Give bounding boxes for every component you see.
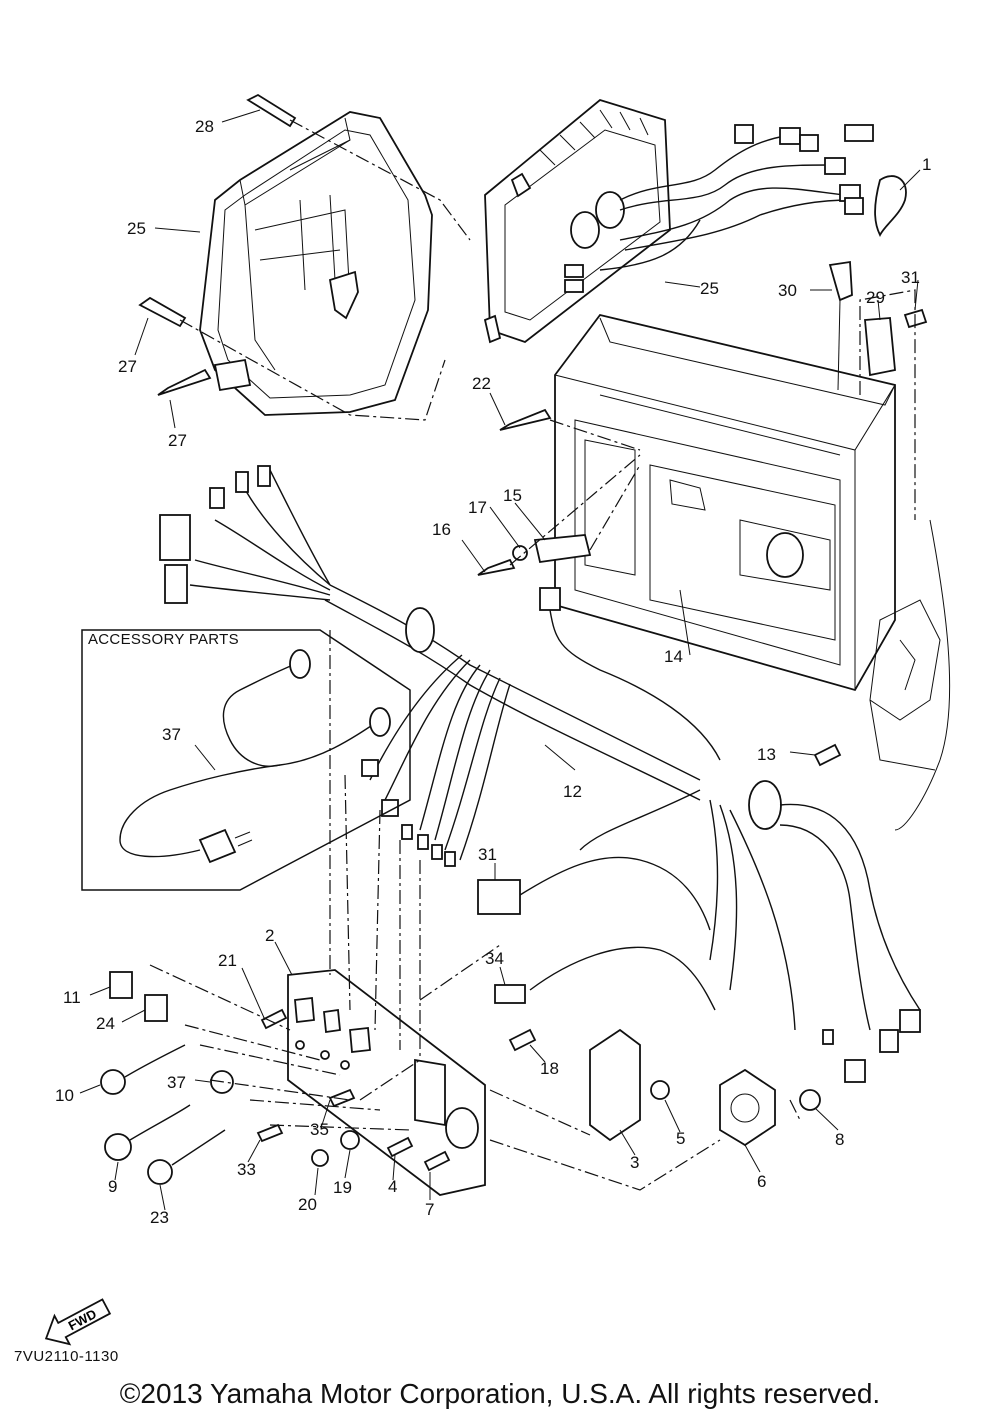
callout-35: 35 <box>310 1120 329 1139</box>
callout-11: 11 <box>63 988 81 1007</box>
part-15-connector <box>539 587 561 611</box>
harness-left-connectors <box>159 465 331 604</box>
part-25-control-unit <box>483 98 671 344</box>
callout-26: 25 <box>127 219 146 238</box>
callout-19: 19 <box>333 1178 352 1197</box>
callout-32: 31 <box>478 845 497 864</box>
part-16-screw <box>477 558 516 576</box>
assembly-lines <box>149 119 916 1191</box>
callout-22: 22 <box>472 374 491 393</box>
part-19-nut <box>340 1130 360 1150</box>
callout-8: 8 <box>835 1130 844 1149</box>
callout-37: 37 <box>167 1073 186 1092</box>
copyright-notice: ©2013 Yamaha Motor Corporation, U.S.A. A… <box>119 1378 881 1409</box>
callout-24: 24 <box>96 1014 115 1033</box>
part-10-lamp <box>100 1069 126 1095</box>
engine-side-outline <box>869 519 951 831</box>
callout-30: 31 <box>901 268 920 287</box>
part-11-switch <box>109 971 133 999</box>
accessory-parts-box <box>81 629 411 891</box>
callout-numbers: 28 25 27 27 25 1 30 29 31 22 15 17 16 14… <box>55 117 931 1227</box>
callout-13: 13 <box>757 745 776 764</box>
part-33-screw <box>256 1123 284 1143</box>
callout-33: 33 <box>237 1160 256 1179</box>
callout-14: 14 <box>664 647 683 666</box>
callout-31: 30 <box>778 281 797 300</box>
callout-36: 37 <box>162 725 181 744</box>
small-switches <box>100 971 451 1185</box>
part-24-switch <box>144 994 168 1022</box>
box-screws <box>138 93 721 761</box>
callout-27-upper: 27 <box>118 357 137 376</box>
callout-1: 1 <box>922 155 931 174</box>
part-21-screw <box>260 1008 288 1030</box>
part-28-screw <box>246 93 297 128</box>
callout-21: 21 <box>218 951 237 970</box>
part-23-socket <box>147 1159 173 1185</box>
callout-9: 9 <box>108 1177 117 1196</box>
part-34-switch <box>494 984 526 1004</box>
part-17-washer <box>512 545 528 561</box>
callout-34: 34 <box>485 949 504 968</box>
callout-29: 29 <box>866 288 885 307</box>
part-3-breaker <box>589 1028 641 1142</box>
callout-5: 5 <box>676 1129 685 1148</box>
callout-28: 28 <box>195 117 214 136</box>
callout-17: 17 <box>468 498 487 517</box>
part-15-cover <box>533 534 592 564</box>
callout-18: 18 <box>540 1059 559 1078</box>
part-9-lamp <box>104 1133 132 1161</box>
outlet-and-breaker <box>477 856 821 1147</box>
part-29-clamp <box>864 317 896 377</box>
part-7-screw <box>423 1150 451 1172</box>
part-6-receptacle <box>719 1068 776 1147</box>
part-14-panel-box <box>554 313 896 692</box>
part-1-clamp <box>874 175 907 238</box>
callout-12: 12 <box>563 782 582 801</box>
part-18-screw <box>508 1028 537 1052</box>
part-31-tie <box>828 260 853 302</box>
diagram-code: 7VU2110-1130 <box>14 1348 119 1365</box>
callout-10: 10 <box>55 1086 74 1105</box>
part-4-screw <box>386 1136 414 1158</box>
callout-3: 3 <box>630 1153 639 1172</box>
callout-27-lower: 27 <box>168 431 187 450</box>
part-26-cover <box>199 111 433 416</box>
fwd-arrow: FWD <box>44 1298 112 1346</box>
callout-7: 7 <box>425 1200 434 1219</box>
part-32-switch <box>477 879 521 915</box>
callout-16: 16 <box>432 520 451 539</box>
part-5-nut <box>650 1080 670 1100</box>
accessory-parts-label: ACCESSORY PARTS <box>88 631 239 648</box>
callout-4: 4 <box>388 1177 397 1196</box>
part-27-screw-upper <box>138 296 187 328</box>
callout-6: 6 <box>757 1172 766 1191</box>
part-20-nut <box>311 1149 329 1167</box>
callout-2: 2 <box>265 926 274 945</box>
callout-25: 25 <box>700 279 719 298</box>
part-25-wires <box>564 124 874 293</box>
top-right-small-parts <box>813 175 928 767</box>
part-35-screw <box>328 1088 356 1108</box>
callout-20: 20 <box>298 1195 317 1214</box>
leader-lines <box>79 109 921 1211</box>
callout-15: 15 <box>503 486 522 505</box>
part-27-screw-lower <box>157 368 212 396</box>
part-8-nut <box>799 1089 821 1111</box>
callout-23: 23 <box>150 1208 169 1227</box>
part-13-screw <box>813 743 842 767</box>
part-22-screw <box>499 408 552 431</box>
